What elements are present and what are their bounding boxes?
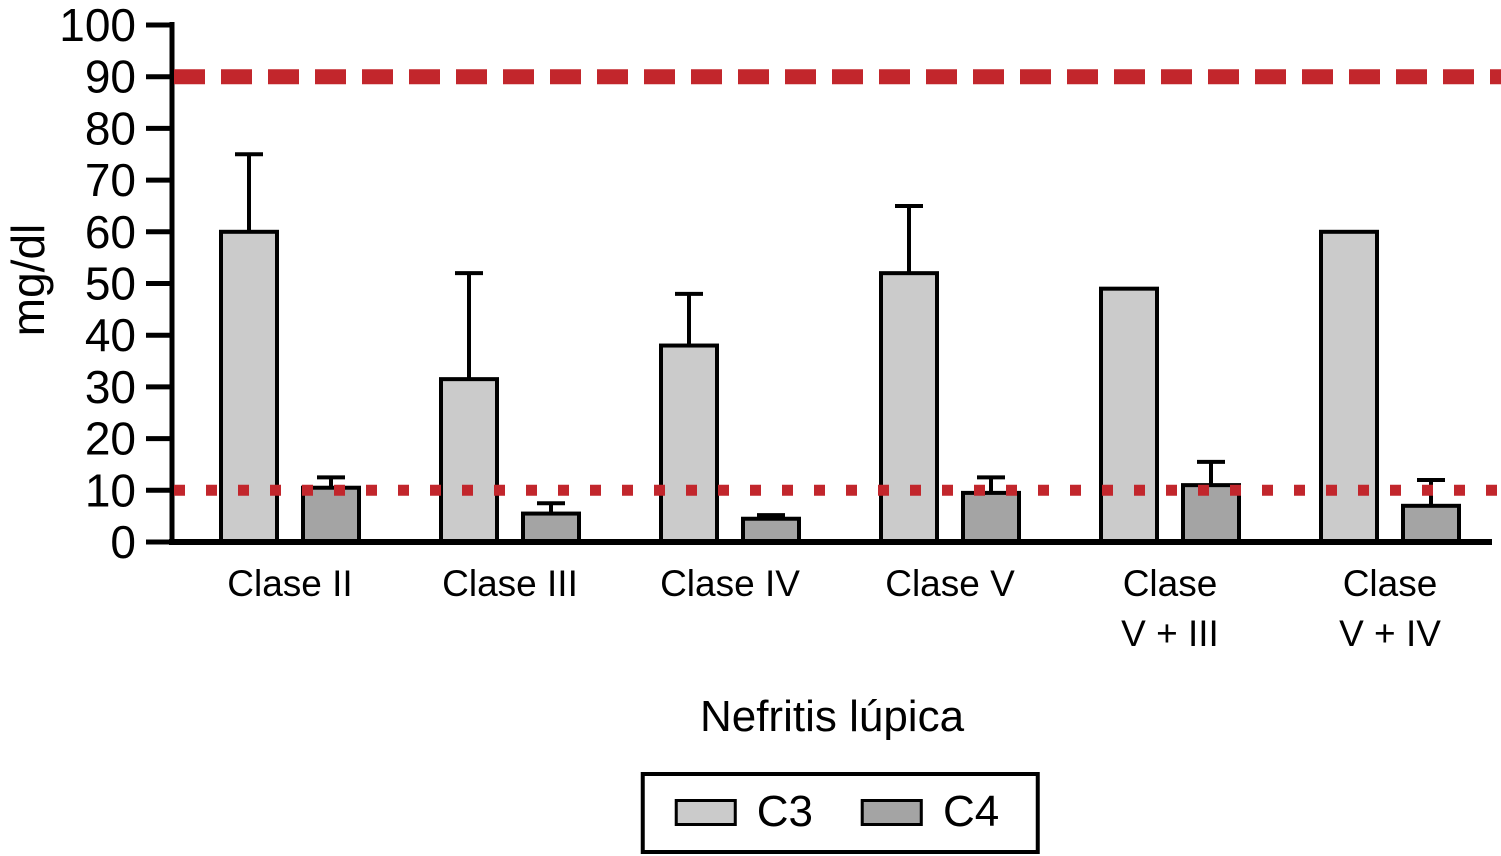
bar-c3-group-1 [439, 377, 499, 544]
legend-label-c4: C4 [943, 787, 1000, 836]
x-category-label-0: Clase II [227, 563, 352, 604]
y-axis-title: mg/dl [2, 223, 54, 337]
x-category-label-1: Clase III [442, 563, 578, 604]
y-tick-label-10: 10 [85, 464, 136, 516]
x-category-label-2: Clase IV [660, 563, 800, 604]
bar-c4-group-5 [1401, 503, 1461, 544]
y-tick-label-100: 100 [59, 0, 136, 51]
bar-c4-group-2 [741, 516, 801, 544]
x-category-label-3: Clase V [885, 563, 1015, 604]
bar-c3-group-2 [659, 343, 719, 545]
y-tick-label-50: 50 [85, 258, 136, 310]
legend-swatch-c4 [861, 798, 923, 826]
legend: C3 C4 [640, 772, 1040, 854]
y-tick-label-60: 60 [85, 206, 136, 258]
legend-label-c3: C3 [756, 787, 813, 836]
y-tick-label-80: 80 [85, 102, 136, 154]
bar-c3-group-4 [1099, 286, 1159, 545]
bar-c4-group-1 [521, 511, 581, 545]
bar-c4-group-3 [961, 490, 1021, 545]
y-tick-label-70: 70 [85, 154, 136, 206]
y-tick-label-0: 0 [110, 516, 136, 568]
legend-item-c3: C3 [674, 787, 813, 836]
bar-c4-group-0 [301, 485, 361, 544]
y-tick-label-20: 20 [85, 413, 136, 465]
y-tick-label-90: 90 [85, 51, 136, 103]
legend-swatch-c3 [674, 798, 737, 826]
y-tick-label-40: 40 [85, 309, 136, 361]
x-axis-title: Nefritis lúpica [699, 692, 965, 741]
legend-item-c4: C4 [861, 790, 999, 834]
bar-c3-group-3 [879, 271, 939, 544]
y-tick-label-30: 30 [85, 361, 136, 413]
